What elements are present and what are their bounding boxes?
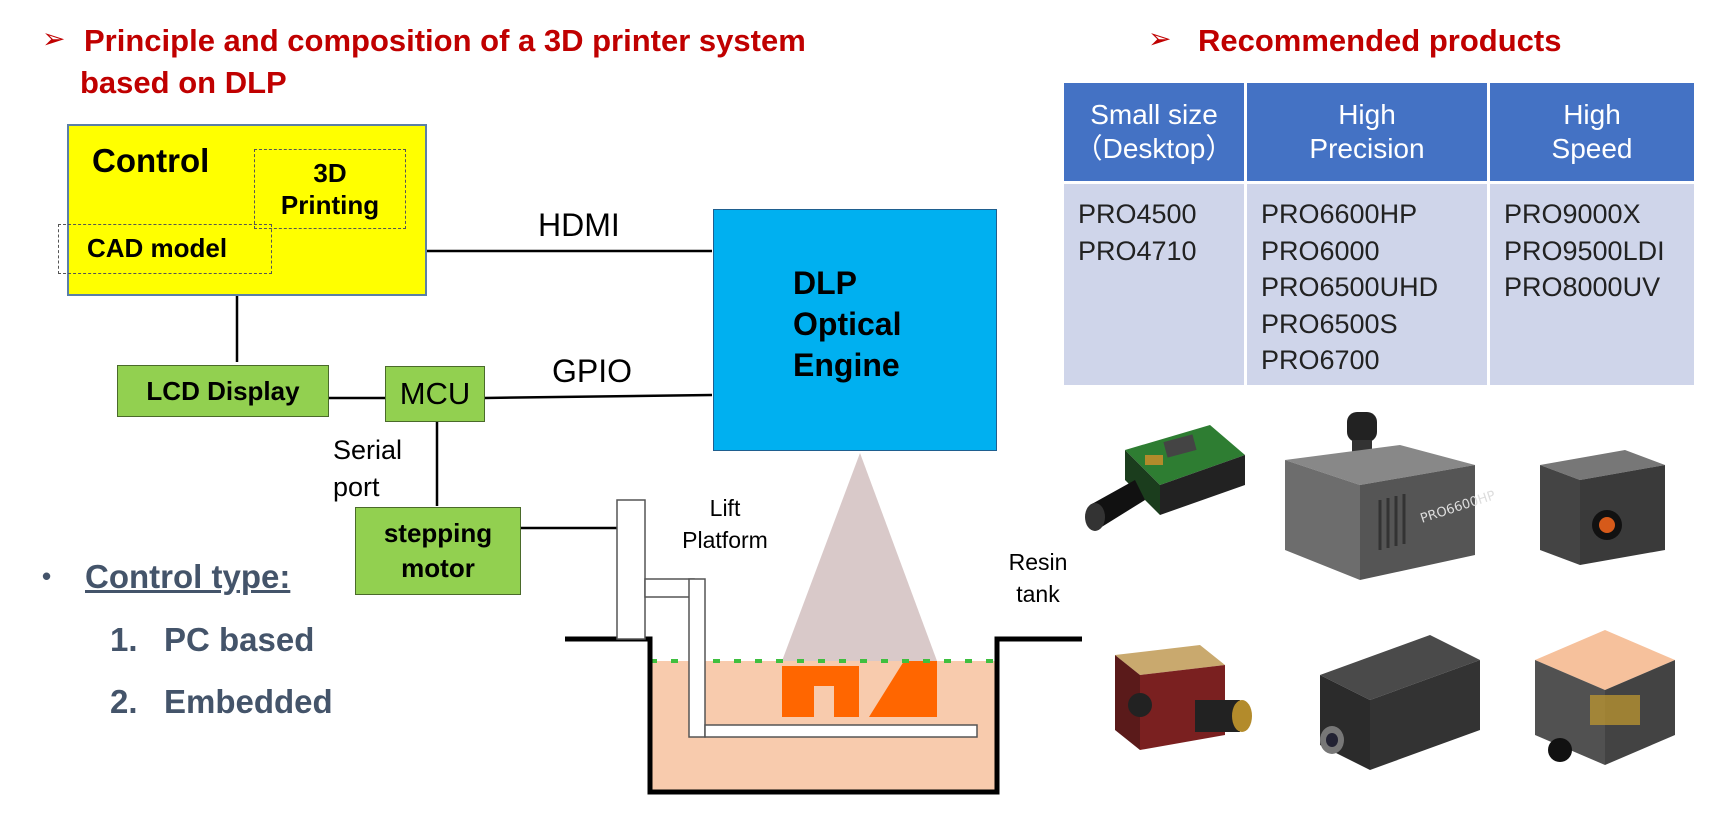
lift-label-line2: Platform [682, 527, 768, 553]
control-type-item-1-num: 1. [110, 621, 138, 658]
lift-platform-label: Lift Platform [663, 492, 787, 556]
product-item: PRO9000X [1504, 199, 1641, 229]
product-item: PRO9500LDI [1504, 235, 1665, 266]
product-item: PRO6700 [1261, 345, 1380, 375]
lcd-display-box: LCD Display [117, 365, 329, 417]
header-speed-line1: High [1563, 99, 1621, 130]
control-type-item-2-num: 2. [110, 683, 138, 720]
printed-part-right [869, 661, 937, 717]
product-item: PRO6500S [1261, 308, 1398, 339]
resin-label-line1: Resin [1008, 549, 1068, 575]
stepper-label-line1: stepping [383, 518, 493, 548]
lift-column-top [616, 499, 646, 640]
header-precision-line2: Precision [1309, 133, 1425, 164]
left-heading-line1: Principle and composition of a 3D printe… [84, 23, 806, 58]
printed-part-left [782, 666, 859, 717]
control-type-item-2: Embedded [164, 683, 333, 720]
header-high-precision: High Precision [1245, 83, 1490, 183]
product-item: PRO6500UHD [1261, 272, 1439, 302]
product-item: PRO6000 [1261, 235, 1380, 266]
printing-dashed-box [254, 149, 406, 229]
product-photo-pro4710 [1115, 645, 1252, 750]
product-photo-pro9000x [1540, 450, 1665, 565]
column-high-precision: PRO6600HP PRO6000 PRO6500UHD PRO6500S PR… [1245, 181, 1490, 385]
engine-label-line2: Optical [793, 306, 902, 342]
cad-dashed-box [58, 224, 272, 274]
right-heading: Recommended products [1198, 23, 1562, 58]
header-precision-line1: High [1338, 99, 1396, 130]
header-small-line2: （Desktop） [1074, 133, 1234, 164]
product-photo-pro6600hp: PRO6600HP [1285, 412, 1497, 580]
cad-label: CAD model [87, 233, 228, 263]
serial-port-label: Serial port [333, 432, 402, 506]
product-photo-pro8000uv [1535, 630, 1675, 765]
resin-label-line2: tank [1016, 581, 1060, 607]
stepper-label-line2: motor [401, 553, 475, 583]
dlp-engine-label: DLP Optical Engine [793, 263, 901, 386]
product-photo-pro4500 [1085, 425, 1245, 531]
header-speed-line2: Speed [1551, 133, 1633, 164]
header-small-line1: Small size [1090, 99, 1218, 130]
stepping-motor-box: stepping motor [355, 507, 521, 595]
column-high-speed: PRO9000X PRO9500LDI PRO8000UV [1488, 181, 1694, 385]
column-small-size: PRO4500 PRO4710 [1064, 181, 1247, 385]
control-type-item-1: PC based [164, 621, 315, 658]
printing-label: 3D Printing [254, 157, 406, 221]
control-type-title: Control type: [85, 558, 291, 595]
control-label: Control [92, 142, 210, 179]
hdmi-label: HDMI [538, 207, 620, 243]
products-body-row: PRO4500 PRO4710 PRO6600HP PRO6000 PRO650… [1064, 181, 1694, 385]
printing-label-line1: 3D [313, 158, 347, 188]
lift-column-lower [688, 578, 706, 738]
products-table: Small size （Desktop） High Precision High… [1064, 83, 1694, 385]
serial-label-line2: port [333, 472, 380, 502]
build-platform [704, 724, 978, 738]
engine-label-line1: DLP [793, 265, 857, 301]
dlp-optical-engine-box [713, 209, 997, 451]
control-type-bullet: • [42, 561, 52, 591]
left-heading-line2: based on DLP [80, 65, 287, 100]
header-small-size: Small size （Desktop） [1064, 83, 1247, 183]
products-header-row: Small size （Desktop） High Precision High… [1064, 83, 1694, 183]
light-cone [782, 453, 937, 661]
engine-label-line3: Engine [793, 347, 900, 383]
control-box [67, 124, 427, 296]
gpio-label: GPIO [552, 353, 633, 389]
lift-arm [644, 578, 695, 598]
gpio-line [483, 393, 713, 400]
mcu-box: MCU [385, 366, 485, 422]
resin-tank-label: Resin tank [990, 546, 1086, 610]
product-item: PRO4500 [1078, 199, 1197, 229]
product-item: PRO6600HP [1261, 199, 1418, 229]
lift-label-line1: Lift [709, 495, 741, 521]
printing-label-line2: Printing [280, 190, 380, 220]
product-photo-pro6500uhd [1320, 635, 1480, 770]
heading-arrow-icon: ➢ [42, 23, 66, 54]
header-high-speed: High Speed [1488, 83, 1694, 183]
product-item: PRO4710 [1078, 235, 1197, 266]
serial-label-line1: Serial [333, 435, 403, 465]
product-item: PRO8000UV [1504, 272, 1661, 302]
heading-arrow-icon: ➢ [1148, 23, 1172, 54]
